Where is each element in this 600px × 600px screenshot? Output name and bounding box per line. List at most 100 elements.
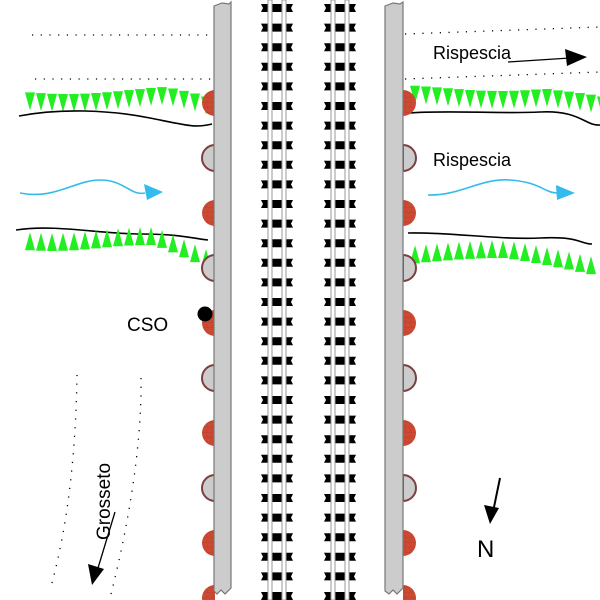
- piers-left: [201, 90, 216, 600]
- bank-line-bottom-left: [15, 227, 209, 241]
- pier-brick: [403, 200, 416, 226]
- pier-abutment: [402, 473, 417, 503]
- rail-sleeper: [324, 494, 356, 502]
- pier-abutment: [201, 143, 216, 173]
- rail: [344, 0, 350, 600]
- railway-track-left: [261, 0, 293, 600]
- pier-abutment: [201, 473, 216, 503]
- pier-brick: [403, 585, 416, 600]
- pier-abutment: [201, 253, 216, 283]
- rail-sleeper: [261, 592, 293, 600]
- pier-brick: [202, 90, 215, 116]
- rail-sleeper: [261, 298, 293, 306]
- rail-sleeper: [261, 219, 293, 228]
- vegetation-bottom-right: [410, 240, 596, 275]
- bank-line-top-left: [18, 110, 213, 127]
- rail-sleeper: [261, 239, 293, 248]
- rail-sleeper: [324, 219, 356, 228]
- road-edge-grosseto-left: [49, 374, 78, 591]
- vegetation-top-left: [25, 87, 211, 115]
- rail-sleeper: [261, 102, 293, 110]
- road-edge-right-bottom: [404, 71, 600, 80]
- rail-sleeper: [261, 82, 293, 91]
- rail-sleeper: [261, 43, 293, 52]
- rail-sleeper: [324, 141, 356, 150]
- rail-sleeper: [324, 552, 356, 561]
- rail-sleeper: [261, 141, 293, 150]
- rail-sleeper: [324, 317, 356, 326]
- piers-right: [402, 90, 417, 600]
- pier-abutment: [402, 143, 417, 173]
- rail-sleeper: [261, 415, 293, 424]
- rail-sleeper: [324, 513, 356, 522]
- pier-brick: [403, 530, 416, 556]
- rail-sleeper: [261, 4, 293, 12]
- cso-marker: [197, 306, 213, 322]
- pier-brick: [202, 585, 215, 600]
- river-flow-arrow-left: [19, 179, 163, 200]
- rail-sleeper: [261, 356, 293, 365]
- bank-line-bottom-right: [407, 232, 593, 245]
- rail-sleeper: [324, 415, 356, 424]
- river-bank-right: [407, 85, 600, 275]
- railway-track-right: [324, 0, 356, 600]
- rail-sleeper: [261, 474, 293, 483]
- rail-sleeper: [324, 396, 356, 404]
- rail-sleeper: [324, 102, 356, 110]
- pier-abutment: [201, 363, 216, 393]
- rail-sleeper: [261, 160, 293, 169]
- rail-sleeper: [261, 435, 293, 444]
- rail-sleeper: [324, 180, 356, 189]
- pier-brick: [202, 200, 215, 226]
- bank-line-top-right: [407, 111, 600, 126]
- pier-brick: [403, 310, 416, 336]
- vegetation-bottom-left: [25, 227, 211, 268]
- bridge-wall-left: [213, 0, 232, 595]
- rail-sleeper: [261, 533, 293, 542]
- pier-brick: [403, 90, 416, 116]
- rail-sleeper: [261, 513, 293, 522]
- pier-abutment: [402, 253, 417, 283]
- rail-sleeper: [324, 239, 356, 248]
- pier-abutment: [402, 363, 417, 393]
- rail-sleeper: [324, 258, 356, 267]
- rail-sleeper: [324, 533, 356, 542]
- north-arrow: [484, 477, 501, 524]
- rail-sleeper: [261, 494, 293, 502]
- rail-sleeper: [324, 82, 356, 91]
- rail-sleeper: [324, 454, 356, 463]
- north-label: N: [477, 536, 494, 563]
- rail-sleeper: [261, 258, 293, 267]
- rail-sleeper: [324, 200, 356, 208]
- pier-brick: [202, 530, 215, 556]
- rail-sleeper: [261, 337, 293, 346]
- rail-sleeper: [324, 160, 356, 169]
- vegetation-top-right: [410, 85, 600, 113]
- rail-sleeper: [324, 62, 356, 71]
- rail-sleeper: [324, 4, 356, 12]
- rail-sleeper: [261, 552, 293, 561]
- road-edge-right-top: [404, 26, 600, 35]
- pier-brick: [403, 420, 416, 446]
- pier-brick: [202, 420, 215, 446]
- rail-sleeper: [261, 278, 293, 287]
- cso-label: CSO: [127, 315, 168, 336]
- rail-sleeper: [324, 474, 356, 483]
- rail-sleeper: [324, 337, 356, 346]
- rail-sleeper: [324, 298, 356, 306]
- river-bank-left: [15, 87, 213, 268]
- rail-sleeper: [324, 121, 356, 130]
- rail-sleeper: [324, 23, 356, 32]
- rail-sleeper: [261, 572, 293, 581]
- road-direction-arrow-grosseto: [88, 511, 116, 585]
- road-label-grosseto: Grosseto: [94, 463, 115, 540]
- rail-sleeper: [261, 454, 293, 463]
- road-edge-grosseto-right: [109, 377, 142, 599]
- rail-sleeper: [324, 43, 356, 52]
- rail-sleeper: [261, 200, 293, 208]
- rail-sleeper: [261, 396, 293, 404]
- river-label-rispescia: Rispescia: [433, 150, 512, 170]
- rail-sleeper: [324, 592, 356, 600]
- rail: [281, 0, 287, 600]
